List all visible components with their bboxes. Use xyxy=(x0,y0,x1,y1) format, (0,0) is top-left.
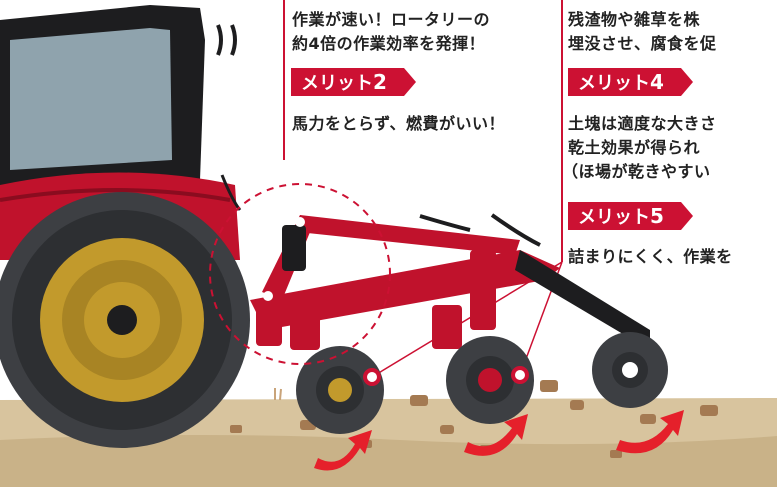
tractor xyxy=(0,5,250,448)
merit-tag-5-prefix: メリット xyxy=(578,207,650,228)
merit-tag-5: メリット5 xyxy=(568,202,693,230)
merit-tag-4-num: 4 xyxy=(650,70,664,94)
merit-tag-2-prefix: メリット xyxy=(301,73,373,94)
disc-wheel-2 xyxy=(446,336,534,424)
highlight-circle xyxy=(209,183,391,365)
red-arrows xyxy=(314,410,684,471)
plow-implement xyxy=(250,213,650,350)
benefit4-line1: 土塊は適度な大きさ xyxy=(568,114,717,133)
disc-wheel-3 xyxy=(592,332,668,408)
merit-tag-2: メリット2 xyxy=(291,68,416,96)
merit-tag-4: メリット4 xyxy=(568,68,693,96)
benefit2-text: 馬力をとらず、燃費がいい！ xyxy=(292,114,506,133)
benefit1-line2: 約4倍の作業効率を発揮！ xyxy=(292,34,486,53)
merit-tag-5-num: 5 xyxy=(650,204,664,228)
merit-tag-4-prefix: メリット xyxy=(578,73,650,94)
disc-wheel-1 xyxy=(296,346,384,434)
soil-shadow xyxy=(0,435,777,487)
benefit1-line1: 作業が速い！ロータリーの xyxy=(292,10,491,29)
benefit3-line2: 埋没させ、腐食を促 xyxy=(568,34,717,53)
benefit4-line3: （ほ場が乾きやすい xyxy=(562,162,711,181)
callout-dot-1 xyxy=(363,368,381,386)
red-arrow-1 xyxy=(314,430,372,471)
benefit3-line1: 残渣物や雑草を株 xyxy=(568,10,701,29)
red-arrow-2 xyxy=(464,414,528,456)
benefit5-text: 詰まりにくく、作業を xyxy=(568,247,733,266)
callout-dot-2 xyxy=(511,366,529,384)
tractor-tire xyxy=(0,192,250,448)
red-arrow-3 xyxy=(616,410,684,454)
merit-tag-2-num: 2 xyxy=(373,70,387,94)
benefit4-line2: 乾土効果が得られ xyxy=(568,138,701,157)
